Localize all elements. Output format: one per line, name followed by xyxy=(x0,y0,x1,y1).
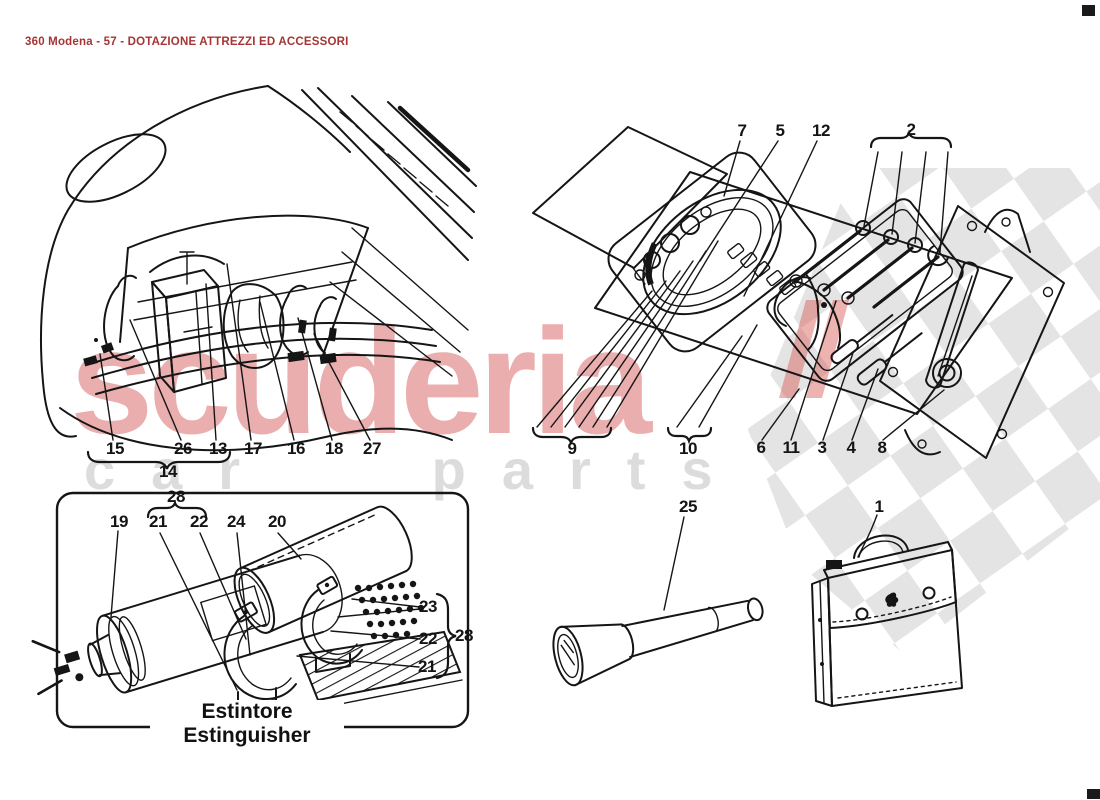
tool-bag-drawing xyxy=(811,514,963,707)
part-label-24: 24 xyxy=(227,512,245,531)
part-label-16: 16 xyxy=(287,439,305,458)
part-label-10: 10 xyxy=(679,439,697,458)
part-label-20: 20 xyxy=(268,512,286,531)
part-label-28-side: 28 xyxy=(455,626,473,645)
page-title: 360 Modena - 57 - DOTAZIONE ATTREZZI ED … xyxy=(25,36,349,48)
part-label-28-top: 28 xyxy=(167,487,185,506)
part-label-12: 12 xyxy=(812,121,830,140)
part-label-22-top: 22 xyxy=(190,512,208,531)
part-label-6: 6 xyxy=(756,438,766,457)
part-label-18: 18 xyxy=(325,439,343,458)
part-label-15: 15 xyxy=(106,439,124,458)
corner-mark-top-icon xyxy=(1082,5,1095,16)
part-label-11: 11 xyxy=(782,438,800,457)
watermark-tagline-text: car parts xyxy=(84,438,749,501)
corner-mark-bottom-icon xyxy=(1087,789,1100,799)
part-label-13: 13 xyxy=(209,439,227,458)
caption-english: Estinguisher xyxy=(183,724,311,747)
part-label-27: 27 xyxy=(363,439,381,458)
part-label-4: 4 xyxy=(846,438,856,457)
extinguisher-caption: Estintore Estinguisher xyxy=(150,700,344,748)
part-label-21-side: 21 xyxy=(418,657,436,676)
part-label-2: 2 xyxy=(906,120,916,139)
part-label-3: 3 xyxy=(817,438,827,457)
part-label-19: 19 xyxy=(110,512,128,531)
caption-italian: Estintore xyxy=(201,700,293,723)
part-label-25: 25 xyxy=(679,497,697,516)
part-label-8: 8 xyxy=(877,438,887,457)
part-label-17: 17 xyxy=(244,439,262,458)
part-label-1: 1 xyxy=(874,497,884,516)
tool-kit-drawing xyxy=(531,126,1065,459)
front-compartment-drawing xyxy=(40,85,477,470)
part-label-26: 26 xyxy=(174,439,192,458)
flashlight-drawing xyxy=(552,516,764,687)
part-label-14: 14 xyxy=(159,462,177,481)
part-label-22-side: 22 xyxy=(419,629,437,648)
part-label-21-top: 21 xyxy=(149,512,167,531)
part-label-9: 9 xyxy=(567,439,577,458)
part-label-7: 7 xyxy=(737,121,747,140)
part-label-5: 5 xyxy=(775,121,785,140)
part-label-23: 23 xyxy=(419,597,437,616)
